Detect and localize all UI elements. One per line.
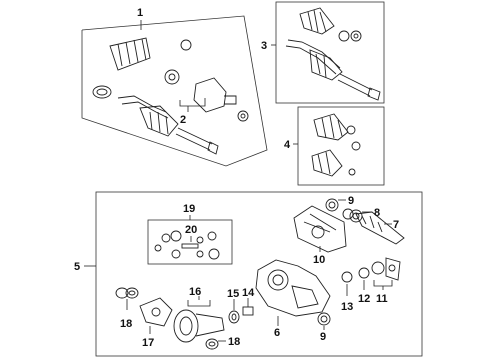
callout-18-left: 18 [120, 318, 132, 330]
differential-case [255, 259, 331, 317]
callout-15: 15 [227, 288, 239, 300]
callout-13: 13 [341, 301, 353, 313]
group-1-frame [81, 15, 268, 167]
callout-1: 1 [137, 7, 143, 19]
callout-14: 14 [242, 287, 255, 299]
right-upper-boot [299, 7, 335, 35]
boot-upper [313, 113, 349, 141]
upper-boot [109, 37, 151, 71]
spacer-8 [342, 208, 354, 220]
callout-8: 8 [374, 207, 380, 219]
ring-gear [173, 309, 225, 343]
boot-band-1 [346, 125, 356, 135]
callout-16: 16 [189, 286, 201, 298]
snap-ring-right [237, 110, 249, 122]
callout-2: 2 [180, 114, 186, 126]
washer-12 [358, 267, 370, 279]
drive-shaft [117, 95, 219, 155]
callout-9-top: 9 [348, 195, 354, 207]
callout-10: 10 [313, 254, 325, 266]
group-5-frame [95, 191, 423, 357]
bearing-9-bottom [317, 312, 331, 326]
callout-17: 17 [142, 337, 154, 349]
right-clip-ring [338, 30, 350, 42]
bearing-18-right [205, 338, 219, 350]
front-axle-shaft-group: 1 [81, 7, 268, 167]
callout-19: 19 [183, 203, 195, 215]
callout-20: 20 [185, 224, 197, 236]
front-carrier [293, 205, 347, 253]
callout-11: 11 [376, 293, 388, 305]
group-4-frame [297, 106, 385, 186]
outer-joint-housing [193, 77, 237, 113]
right-axle-shaft-group: 3 [261, 1, 385, 104]
bearing-15 [228, 310, 240, 324]
carrier-case-17 [139, 297, 173, 327]
tripod-joint [164, 69, 180, 85]
plug-14 [242, 306, 254, 316]
group-3-frame [275, 1, 385, 104]
companion-flange [371, 257, 401, 281]
seal-13 [341, 271, 353, 283]
callout-12: 12 [358, 293, 370, 305]
boot-lower [311, 149, 343, 177]
clip-ring-upper [180, 39, 192, 51]
oil-seal-left [92, 85, 112, 99]
callout-18-right: 18 [228, 336, 240, 348]
callout-4: 4 [284, 139, 291, 151]
boot-band-2 [351, 141, 361, 151]
callout-5: 5 [74, 261, 80, 273]
differential-group: 5 19 20 7 9 8 [74, 191, 423, 357]
callout-3: 3 [261, 40, 267, 52]
callout-7: 7 [393, 219, 399, 231]
callout-9-bottom: 9 [320, 331, 326, 343]
boot-kit-group: 4 [284, 106, 385, 186]
right-drive-shaft [285, 39, 381, 101]
boot-clip [348, 168, 356, 176]
callout-6: 6 [274, 327, 280, 339]
bearing-18-left [115, 287, 139, 299]
pinion-gear-set [154, 230, 220, 260]
bearing-9-top [325, 198, 339, 212]
